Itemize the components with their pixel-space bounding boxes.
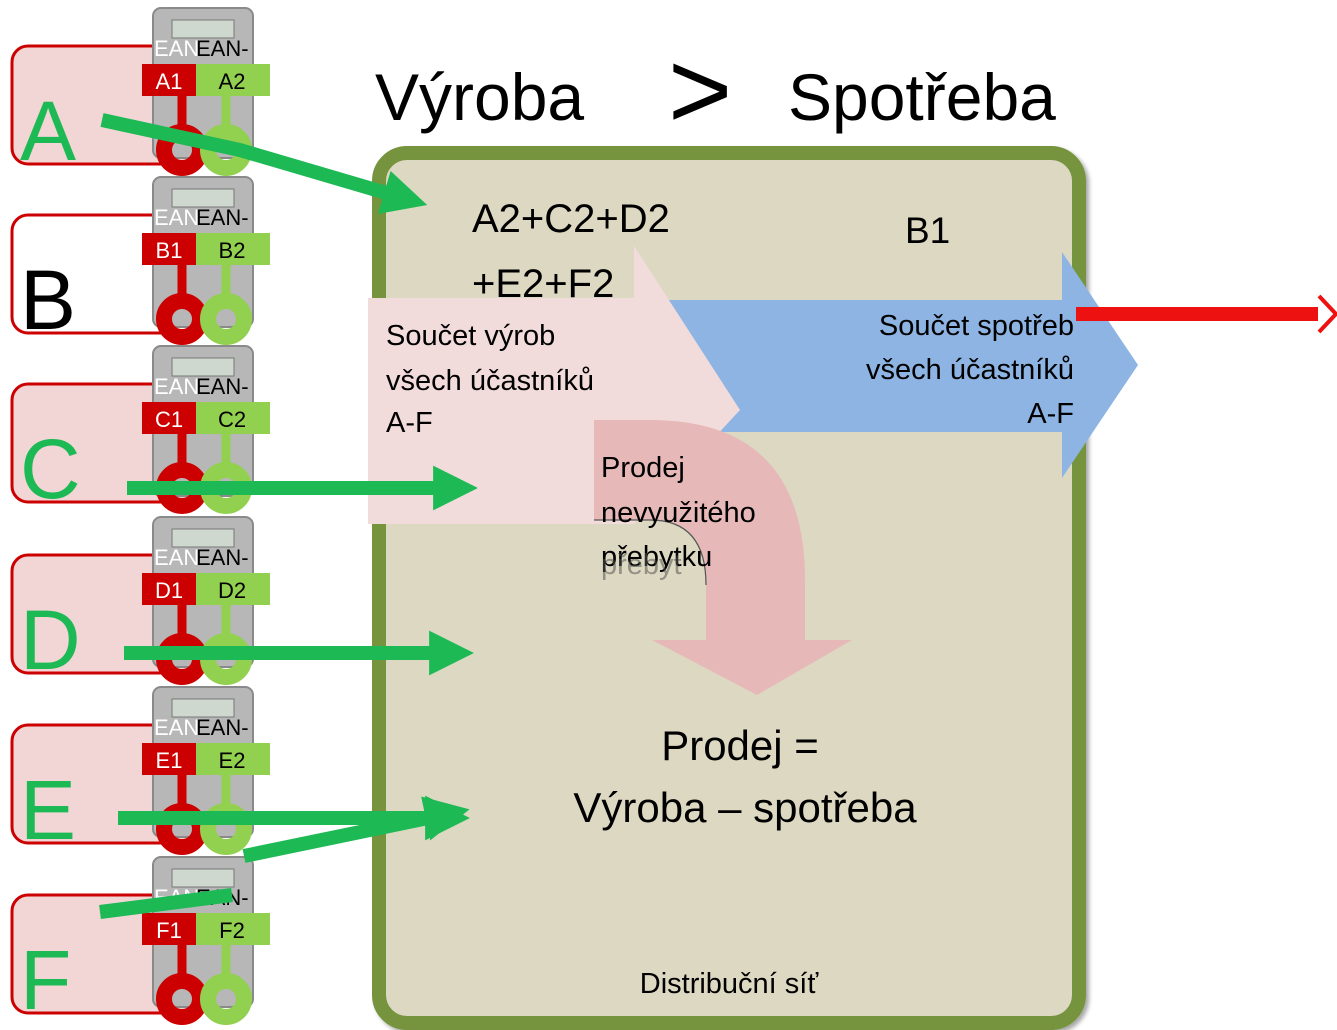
consumption-text-1: Součet spotřeb <box>879 310 1074 342</box>
title-operator: > <box>668 29 732 152</box>
ean-label-1: EAN <box>154 205 199 230</box>
production-text-1: Součet výrob <box>386 320 555 352</box>
sale-export-arrow <box>1076 294 1337 334</box>
meter-tag-production <box>196 64 270 96</box>
ean-label-2: EAN- <box>196 374 249 399</box>
ean-label-1: EAN <box>154 36 199 61</box>
flow-arrow-a <box>100 113 428 214</box>
production-text-3: A-F <box>386 407 433 439</box>
meter-tag-consumption <box>142 402 196 434</box>
title: Výroba > Spotřeba <box>375 29 1056 152</box>
meter-consumption-label: E1 <box>156 748 183 773</box>
production-text-2: všech účastníků <box>386 365 594 397</box>
meter-production-label: F2 <box>219 918 245 943</box>
ean-label-2: EAN- <box>196 545 249 570</box>
title-consumption: Spotřeba <box>788 60 1056 134</box>
consumer-b1: B1 <box>905 210 950 251</box>
meter-production-label: A2 <box>219 69 246 94</box>
participant-letter: F <box>20 933 71 1027</box>
meter-consumption-label: F1 <box>156 918 182 943</box>
meter-tag-consumption <box>142 573 196 605</box>
meter-tag-production <box>196 913 270 945</box>
participant-letter: B <box>20 253 76 347</box>
consumption-text-2: všech účastníků <box>866 354 1074 386</box>
consumption-arrow <box>640 252 1138 478</box>
sale-arrow-outline <box>594 519 707 586</box>
production-ring <box>200 973 252 1025</box>
participant-letter: D <box>20 593 81 687</box>
production-flow-arrows <box>99 113 460 919</box>
production-ring <box>200 293 252 345</box>
meter-display <box>171 357 235 377</box>
ean-label-1: EAN <box>154 715 199 740</box>
participant-letter: A <box>20 84 76 178</box>
meter-consumption-label: A1 <box>156 69 183 94</box>
sale-arrow <box>594 420 852 695</box>
meter-tag-production <box>196 743 270 775</box>
meter-display <box>171 188 235 208</box>
meter-display <box>171 698 235 718</box>
formula-line-2: +E2+F2 <box>472 262 614 306</box>
meter-production-label: B2 <box>219 238 246 263</box>
result-text-1: Prodej = <box>661 722 819 769</box>
meter-consumption-label: D1 <box>155 578 183 603</box>
result-text-2: Výroba – spotřeba <box>573 784 917 831</box>
meter-consumption-label: C1 <box>155 407 183 432</box>
title-production: Výroba <box>375 60 584 134</box>
sale-text-2: nevyužitého <box>601 497 756 529</box>
meter-display <box>171 528 235 548</box>
meter-tag-production <box>196 233 270 265</box>
meter-tag-consumption <box>142 913 196 945</box>
ean-label-2: EAN- <box>196 205 249 230</box>
flow-arrow-f <box>99 813 452 919</box>
meter-display <box>171 19 235 39</box>
grid-footer: Distribuční síť <box>640 968 820 1000</box>
meter-consumption-label: B1 <box>156 238 183 263</box>
consumption-text-3: A-F <box>1027 398 1074 430</box>
participant-letter: C <box>20 422 81 516</box>
ean-label-2: EAN- <box>196 715 249 740</box>
formula-line-1: A2+C2+D2 <box>472 197 670 241</box>
meter-tag-consumption <box>142 64 196 96</box>
sale-text-3: přebytku <box>601 541 712 573</box>
ean-label-1: EAN <box>154 545 199 570</box>
meter-production-label: D2 <box>218 578 246 603</box>
participant-letter: E <box>20 763 76 857</box>
meter-tag-production <box>196 573 270 605</box>
meter-production-label: C2 <box>218 407 246 432</box>
meter-display <box>171 868 235 888</box>
meter-production-label: E2 <box>219 748 246 773</box>
meter-tag-consumption <box>142 743 196 775</box>
meter-tag-consumption <box>142 233 196 265</box>
ean-label-2: EAN- <box>196 36 249 61</box>
sale-text-1: Prodej <box>601 452 685 484</box>
sale-overlay-text: přebyt <box>601 549 682 581</box>
ean-label-1: EAN <box>154 374 199 399</box>
meter-tag-production <box>196 402 270 434</box>
